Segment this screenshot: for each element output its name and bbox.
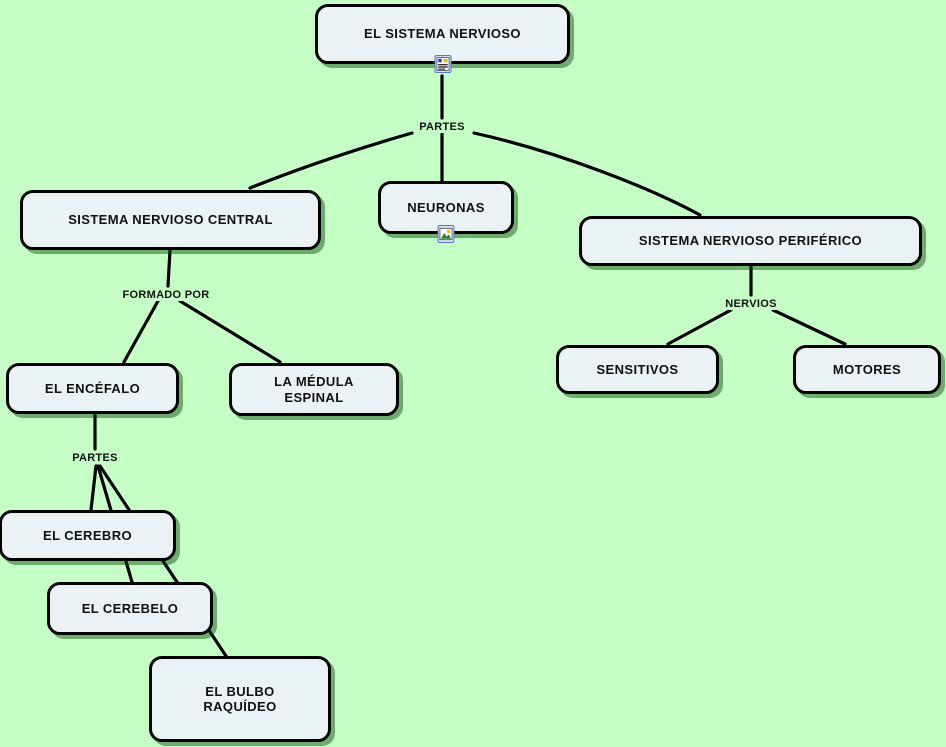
edge-partes2-to-cerebro bbox=[89, 464, 98, 512]
node-label-neuronas: NEURONAS bbox=[407, 199, 485, 215]
node-label-medula: LA MÉDULA ESPINAL bbox=[274, 374, 354, 405]
edge-nervios-to-sens bbox=[666, 308, 733, 346]
node-label-bulbo: EL BULBO RAQUÍDEO bbox=[203, 683, 277, 714]
link-label-nervios: NERVIOS bbox=[722, 298, 780, 310]
edge-partes-to-snc bbox=[248, 131, 414, 190]
node-snc[interactable]: SISTEMA NERVIOSO CENTRAL bbox=[20, 190, 321, 250]
note-icon[interactable] bbox=[434, 55, 451, 73]
node-cerebelo[interactable]: EL CEREBELO bbox=[47, 582, 213, 635]
node-label-motores: MOTORES bbox=[832, 361, 902, 377]
node-snp[interactable]: SISTEMA NERVIOSO PERIFÉRICO bbox=[579, 216, 922, 266]
node-encefalo[interactable]: EL ENCÉFALO bbox=[6, 363, 179, 414]
node-sistema-nervioso[interactable]: EL SISTEMA NERVIOSO bbox=[315, 4, 570, 64]
link-label-formado-por: FORMADO POR bbox=[119, 289, 213, 301]
node-motores[interactable]: MOTORES bbox=[793, 345, 941, 394]
edge-formado-to-medula bbox=[178, 299, 282, 364]
node-sensitivos[interactable]: SENSITIVOS bbox=[556, 345, 719, 394]
node-label-encefalo: EL ENCÉFALO bbox=[44, 380, 141, 396]
node-label-cerebelo: EL CEREBELO bbox=[81, 600, 179, 616]
node-label-sensitivos: SENSITIVOS bbox=[596, 361, 679, 377]
node-medula[interactable]: LA MÉDULA ESPINAL bbox=[229, 363, 399, 416]
edge-nervios-to-motores bbox=[771, 308, 847, 346]
edge-formado-to-encefalo bbox=[122, 299, 160, 364]
node-label-snp: SISTEMA NERVIOSO PERIFÉRICO bbox=[638, 233, 863, 249]
node-label-snc: SISTEMA NERVIOSO CENTRAL bbox=[68, 212, 273, 228]
node-label-sistema-nervioso: EL SISTEMA NERVIOSO bbox=[364, 26, 521, 42]
node-label-cerebro: EL CEREBRO bbox=[43, 527, 132, 543]
edge-snc-to-formado bbox=[166, 248, 172, 288]
image-icon[interactable] bbox=[437, 225, 455, 243]
link-label-partes-encefalo: PARTES bbox=[69, 452, 121, 464]
node-bulbo[interactable]: EL BULBO RAQUÍDEO bbox=[149, 656, 331, 742]
node-cerebro[interactable]: EL CEREBRO bbox=[0, 510, 176, 561]
link-label-partes-top: PARTES bbox=[416, 121, 468, 133]
